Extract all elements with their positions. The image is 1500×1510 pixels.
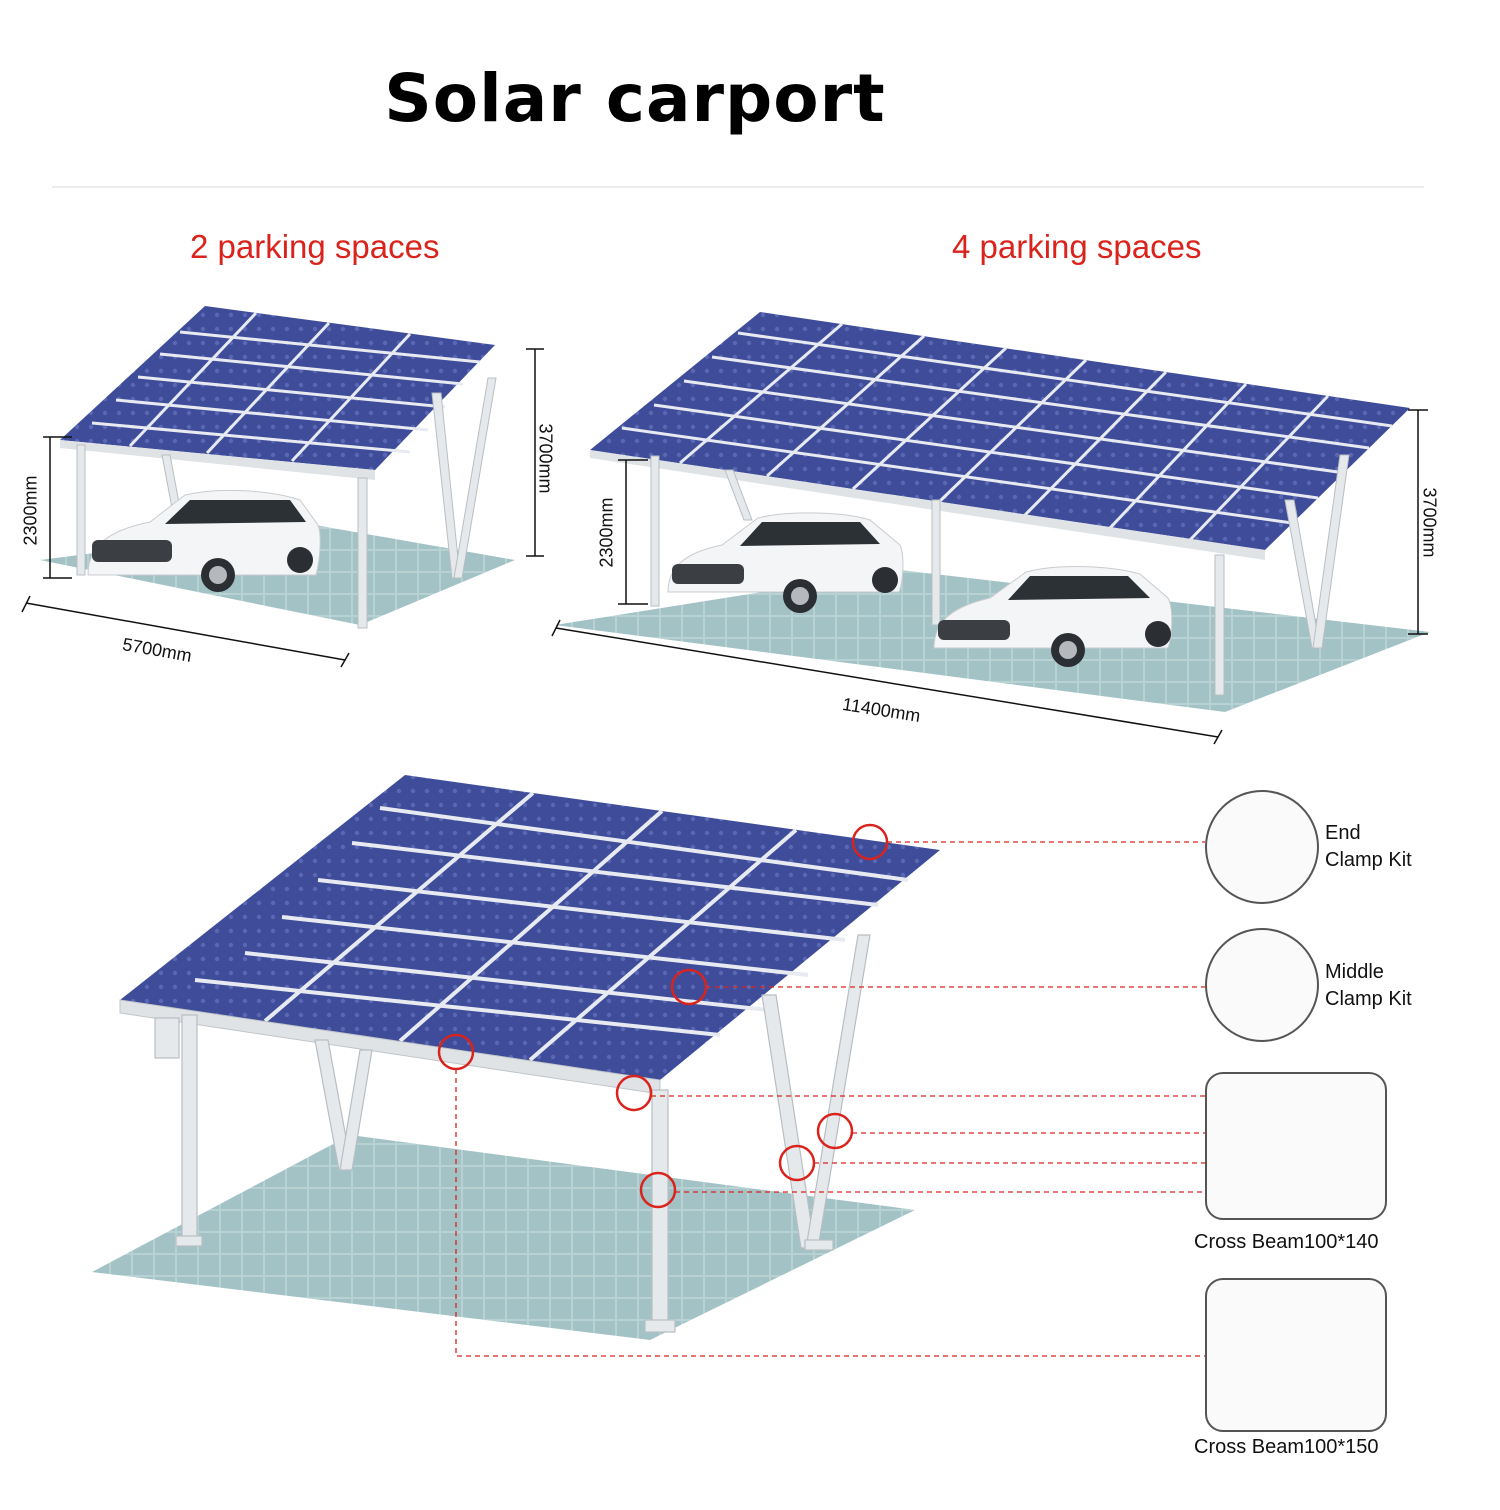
end-clamp-line2: Clamp Kit	[1325, 849, 1412, 871]
carport-2-spaces	[21, 306, 544, 668]
car-2	[87, 489, 321, 592]
carport-detail-view	[92, 775, 1205, 1357]
car-4b	[933, 566, 1173, 667]
panel-grid-detail	[194, 791, 909, 1062]
beam-140-frame	[1205, 1072, 1387, 1220]
end-clamp-line1: End	[1325, 822, 1361, 844]
panel-grid-2	[91, 311, 481, 463]
end-clamp-frame	[1205, 790, 1319, 904]
four-spaces-label: 4 parking spaces	[952, 228, 1202, 265]
floor-detail	[92, 1135, 915, 1340]
title-divider	[52, 186, 1424, 188]
middle-clamp-line2: Clamp Kit	[1325, 988, 1412, 1010]
dimensions-4	[551, 409, 1428, 745]
beam-150-frame	[1205, 1278, 1387, 1432]
posts-4	[650, 454, 1350, 696]
dim-2-low: 2300mm	[20, 475, 41, 546]
dimensions-2	[21, 348, 544, 668]
end-clamp-label: End Clamp Kit	[1325, 820, 1412, 874]
panel-array-2	[60, 306, 495, 470]
dim-2-high: 3700mm	[535, 423, 556, 494]
callout-connectors	[455, 841, 1205, 1357]
middle-clamp-frame	[1205, 928, 1319, 1042]
dim-4-low: 2300mm	[596, 497, 617, 568]
page-title: Solar carport	[384, 60, 886, 137]
carport-4-spaces	[551, 312, 1430, 745]
dim-4-high: 3700mm	[1419, 487, 1440, 558]
car-4a	[667, 512, 904, 613]
panel-array-4	[590, 312, 1410, 550]
middle-clamp-label: Middle Clamp Kit	[1325, 959, 1412, 1013]
beam-140-caption: Cross Beam100*140	[1194, 1231, 1379, 1253]
middle-clamp-line1: Middle	[1325, 961, 1384, 983]
posts-detail	[154, 934, 871, 1333]
two-spaces-label: 2 parking spaces	[190, 228, 440, 265]
panel-grid-4	[621, 322, 1393, 542]
beam-150-caption: Cross Beam100*150	[1194, 1436, 1379, 1458]
